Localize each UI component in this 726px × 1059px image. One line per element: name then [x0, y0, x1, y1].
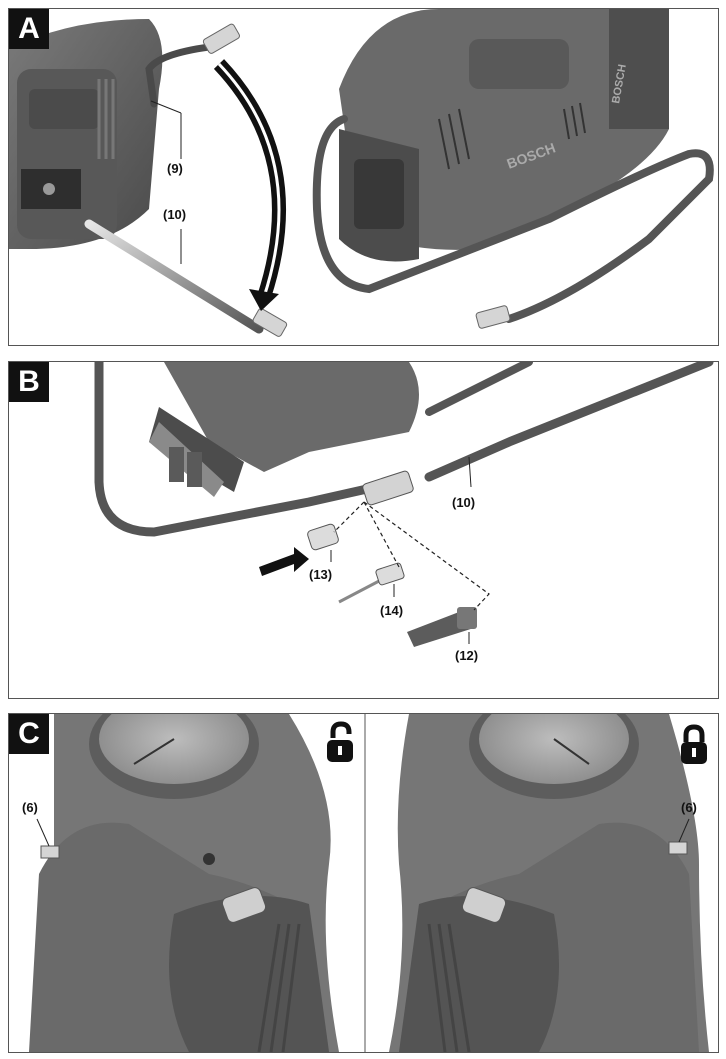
- callout-adapter: (13): [309, 567, 333, 582]
- figure-panel-c: C: [8, 713, 719, 1053]
- callout-needle: (14): [380, 603, 404, 618]
- callout-hose-holder: (9): [167, 161, 183, 176]
- callout-hose-b: (10): [452, 495, 476, 510]
- tool-unlocked-view: [29, 714, 339, 1052]
- panel-b-label: B: [9, 362, 49, 402]
- callout-cone: (12): [455, 648, 479, 663]
- callout-lock-left: (6): [22, 800, 38, 815]
- panel-c-illustration: [29, 714, 709, 1052]
- panel-a-label: A: [9, 9, 49, 49]
- figure-panel-a: A: [8, 8, 719, 346]
- panel-c-label: C: [9, 714, 49, 754]
- compressor-side-view: BOSCH BOSCH: [339, 9, 669, 262]
- callout-hose-a: (10): [163, 207, 187, 222]
- panel-a-illustration: BOSCH BOSCH: [9, 9, 714, 337]
- compressor-bottom-view: [9, 19, 163, 249]
- tool-locked-view: [389, 714, 709, 1052]
- locked-padlock-icon: [681, 724, 707, 764]
- panel-b-illustration: [94, 362, 714, 647]
- callout-lock-right: (6): [681, 800, 697, 815]
- unlocked-padlock-icon: [327, 721, 353, 762]
- figure-panel-b: B (10) (13) (14) (12): [8, 361, 719, 699]
